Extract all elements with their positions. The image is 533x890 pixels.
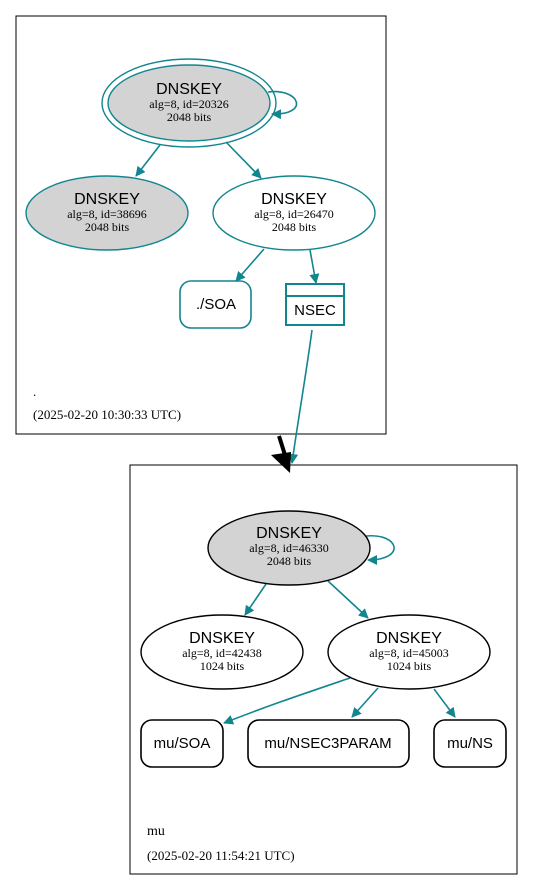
dnskey-node-46330: DNSKEY alg=8, id=46330 2048 bits	[207, 510, 371, 586]
dnskey-size: 1024 bits	[200, 659, 245, 673]
zone-mu-edges	[223, 535, 456, 725]
rrset-label: mu/NSEC3PARAM	[264, 735, 391, 752]
dnskey-node-26470: DNSKEY alg=8, id=26470 2048 bits	[212, 175, 376, 251]
zone-timestamp: (2025-02-20 11:54:21 UTC)	[147, 848, 295, 863]
dnskey-size: 2048 bits	[167, 110, 212, 124]
rrset-node-mu-ns: mu/NS	[433, 719, 507, 768]
dnskey-detail: alg=8, id=42438	[182, 646, 262, 660]
edge-26470-to-nsec	[309, 249, 320, 284]
dnskey-size: 2048 bits	[267, 554, 312, 568]
zone-name: mu	[147, 824, 165, 839]
dnskey-node-20326: DNSKEY alg=8, id=20326 2048 bits	[101, 58, 277, 148]
edge-45003-to-ns	[433, 688, 456, 718]
edge-45003-to-soa	[223, 677, 351, 725]
nsec-node: NSEC	[285, 283, 345, 326]
nsec-label: NSEC	[294, 302, 336, 319]
rrset-node-soa: ./SOA	[179, 280, 252, 329]
edge-20326-to-38696	[135, 144, 161, 177]
rrset-label: mu/NS	[447, 735, 493, 752]
edge-20326-to-26470	[225, 141, 262, 179]
zone-mu: DNSKEY alg=8, id=46330 2048 bits DNSKEY …	[129, 464, 518, 875]
zone-root-edges	[135, 90, 320, 284]
dnskey-detail: alg=8, id=46330	[249, 541, 329, 555]
dnskey-title: DNSKEY	[376, 630, 442, 647]
dnskey-title: DNSKEY	[189, 630, 255, 647]
delegation-arrowhead	[271, 452, 291, 473]
edge-46330-to-42438	[244, 583, 267, 616]
edge-26470-to-soa	[235, 248, 265, 282]
dnskey-detail: alg=8, id=45003	[369, 646, 449, 660]
zone-root-box	[15, 15, 387, 435]
edge-45003-to-nsec3param	[351, 687, 379, 718]
dnskey-size: 2048 bits	[85, 220, 130, 234]
edge-self-46330	[365, 535, 395, 565]
rrset-node-mu-nsec3param: mu/NSEC3PARAM	[247, 719, 410, 768]
rrset-node-mu-soa: mu/SOA	[140, 719, 224, 768]
zone-root: DNSKEY alg=8, id=20326 2048 bits DNSKEY …	[15, 15, 387, 435]
dnskey-node-38696: DNSKEY alg=8, id=38696 2048 bits	[25, 175, 189, 251]
dnskey-detail: alg=8, id=20326	[149, 97, 229, 111]
edge-self-20326	[267, 90, 298, 120]
delegation-edges	[271, 329, 313, 473]
edge-nsec-to-mu	[288, 329, 313, 464]
delegation-arrow-shaft	[277, 435, 287, 456]
zone-timestamp: (2025-02-20 10:30:33 UTC)	[33, 407, 181, 422]
dnskey-detail: alg=8, id=26470	[254, 207, 334, 221]
rrset-label: mu/SOA	[154, 735, 211, 752]
dnskey-title: DNSKEY	[256, 525, 322, 542]
edge-46330-to-45003	[327, 580, 369, 619]
dnskey-size: 1024 bits	[387, 659, 432, 673]
zone-name: .	[33, 384, 36, 399]
dnskey-detail: alg=8, id=38696	[67, 207, 147, 221]
dnskey-node-45003: DNSKEY alg=8, id=45003 1024 bits	[327, 614, 491, 690]
dnskey-size: 2048 bits	[272, 220, 317, 234]
dnskey-node-42438: DNSKEY alg=8, id=42438 1024 bits	[140, 614, 304, 690]
dnskey-title: DNSKEY	[156, 81, 222, 98]
dnskey-title: DNSKEY	[261, 191, 327, 208]
rrset-label: ./SOA	[196, 296, 236, 313]
zone-mu-box	[129, 464, 518, 875]
dnskey-title: DNSKEY	[74, 191, 140, 208]
